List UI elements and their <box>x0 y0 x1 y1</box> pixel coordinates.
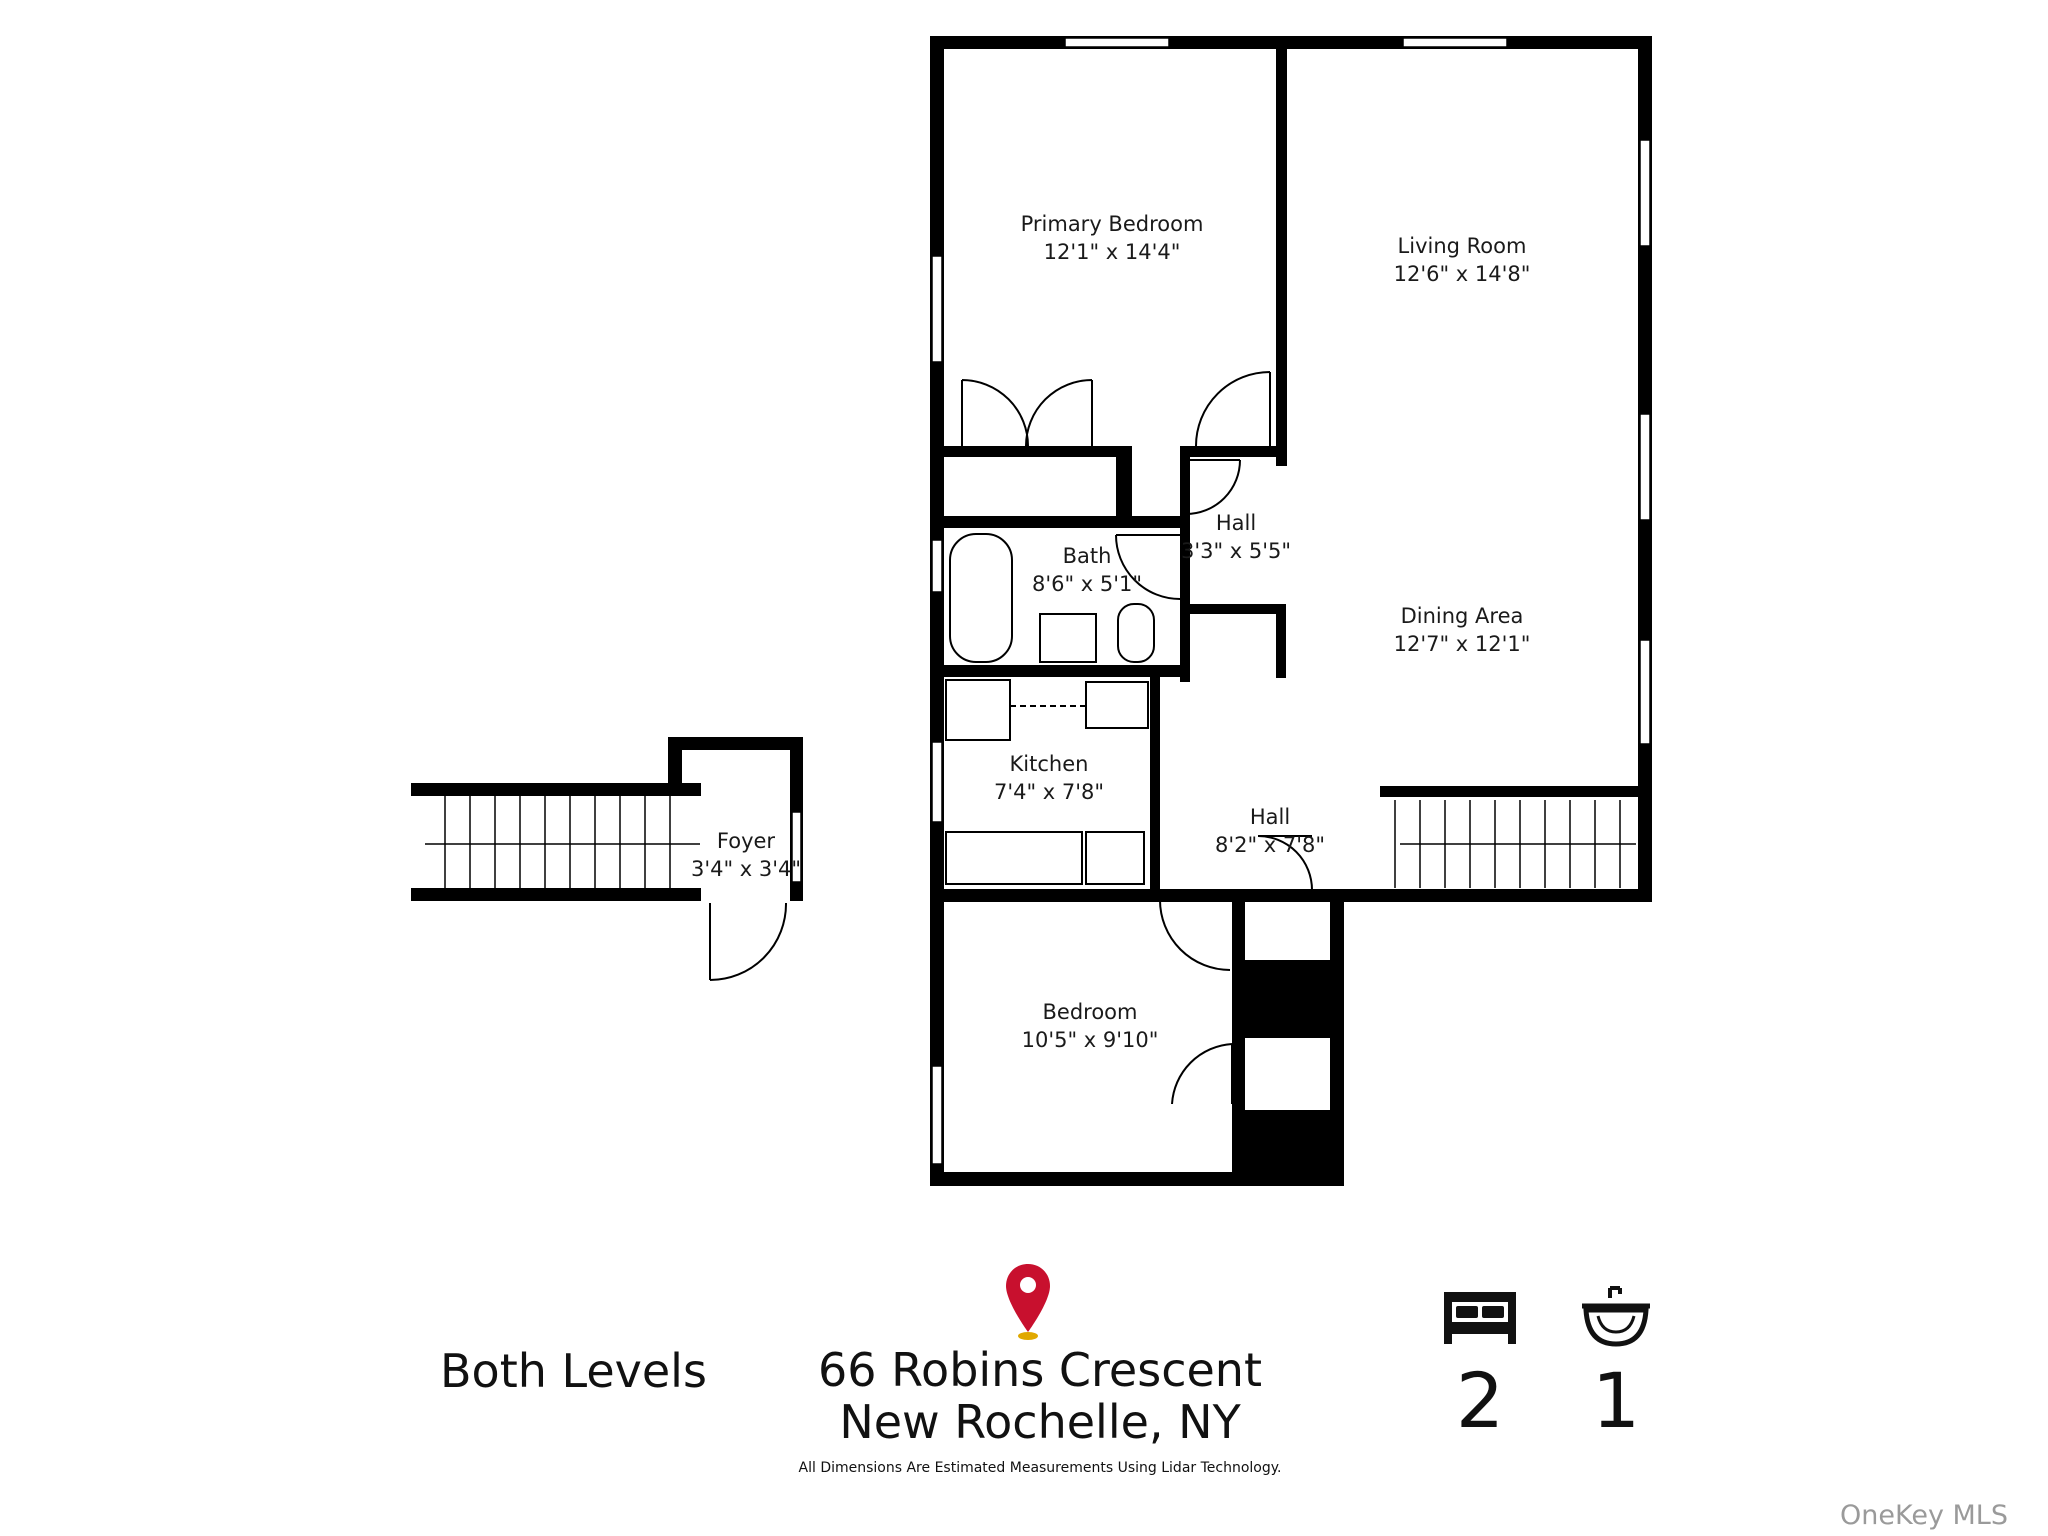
room-dims: 8'2" x 7'8" <box>1215 833 1325 857</box>
walls <box>411 36 1652 1186</box>
room-dims: 8'6" x 5'1" <box>1032 572 1142 596</box>
bathroom-count: 1 <box>1591 1356 1641 1445</box>
room-name: Primary Bedroom <box>1021 212 1204 236</box>
room-dims: 12'6" x 14'8" <box>1394 262 1531 286</box>
room-name: Bath <box>1063 544 1112 568</box>
address-line-1: 66 Robins Crescent <box>818 1343 1262 1397</box>
doors <box>709 371 1313 1105</box>
room-name: Dining Area <box>1401 604 1524 628</box>
watermark: OneKey MLS <box>1840 1500 2008 1531</box>
kitchen-fixtures <box>945 679 1149 885</box>
room-name: Kitchen <box>1010 752 1089 776</box>
level-label: Both Levels <box>440 1344 707 1398</box>
address: 66 Robins Crescent New Rochelle, NY <box>780 1344 1300 1448</box>
disclaimer: All Dimensions Are Estimated Measurement… <box>798 1460 1282 1476</box>
room-name: Hall <box>1216 511 1256 535</box>
room-dims: 3'3" x 5'5" <box>1181 539 1291 563</box>
room-dims: 3'4" x 3'4" <box>691 857 801 881</box>
location-pin-icon <box>1006 1264 1050 1340</box>
stairs-right <box>1394 800 1636 888</box>
room-name: Hall <box>1250 805 1290 829</box>
room-dims: 10'5" x 9'10" <box>1022 1028 1159 1052</box>
sink-icon <box>1582 1286 1650 1347</box>
bed-icon <box>1444 1292 1516 1344</box>
bedroom-count: 2 <box>1455 1356 1505 1445</box>
room-name: Foyer <box>717 829 776 853</box>
room-labels: Primary Bedroom 12'1" x 14'4" Living Roo… <box>691 212 1530 1052</box>
windows <box>791 37 1651 1165</box>
room-name: Living Room <box>1398 234 1527 258</box>
room-dims: 12'1" x 14'4" <box>1044 240 1181 264</box>
bath-fixtures <box>949 533 1155 663</box>
room-dims: 7'4" x 7'8" <box>994 780 1104 804</box>
room-dims: 12'7" x 12'1" <box>1394 632 1531 656</box>
stairs-left <box>425 796 700 888</box>
room-name: Bedroom <box>1043 1000 1138 1024</box>
address-line-2: New Rochelle, NY <box>839 1395 1241 1449</box>
